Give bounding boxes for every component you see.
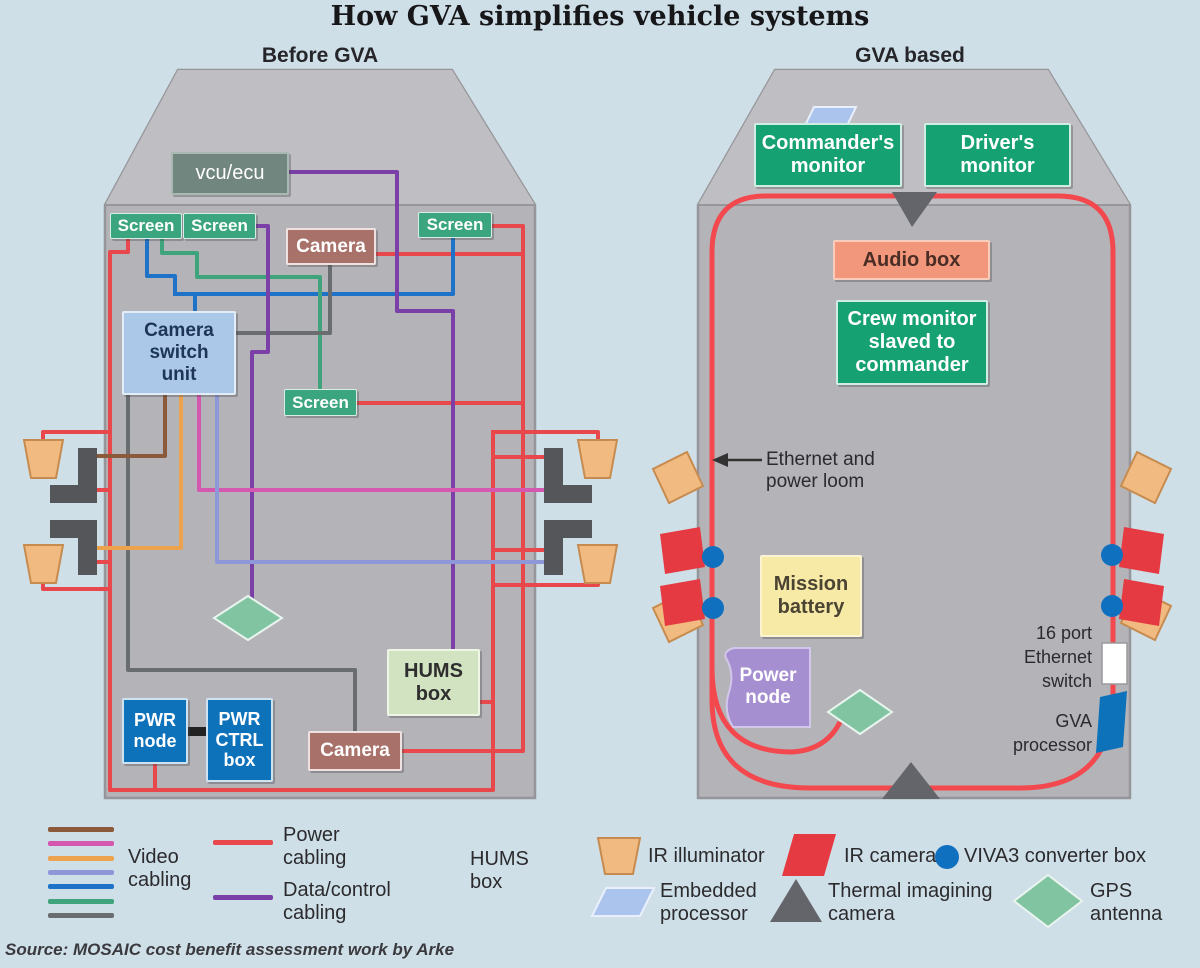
hums-box: HUMS box — [387, 649, 480, 716]
video-cabling-magenta-wire — [197, 393, 547, 492]
source-note: Source: MOSAIC cost benefit assessment w… — [5, 940, 455, 960]
power-node-label: Power node — [739, 665, 797, 708]
before-vehicle-roof — [105, 70, 535, 205]
thermal-camera-label: Thermal imagining camera — [828, 880, 993, 925]
viva3-converter-icon — [1101, 544, 1123, 566]
video-cabling-swatch — [48, 899, 114, 904]
ir-illuminator-icon — [576, 439, 619, 479]
ir-camera-icon — [782, 834, 836, 876]
ir-camera-label: IR camera — [844, 844, 937, 867]
gva-processor-icon — [1096, 691, 1127, 753]
embedded-processor-icon — [590, 887, 656, 917]
power-cabling-swatch — [213, 840, 273, 845]
data-cabling-swatch — [213, 895, 273, 900]
ethernet-switch-label: 16 port Ethernet switch — [1023, 622, 1092, 692]
power-node-shape — [724, 647, 811, 728]
vcu-ecu-box: vcu/ecu — [171, 152, 289, 195]
before-heading: Before GVA — [261, 43, 379, 67]
power-cabling-label: Power cabling — [283, 824, 347, 869]
ir-illuminator-icon — [576, 544, 619, 584]
gps-antenna-icon — [212, 594, 284, 642]
thermal-camera-icon — [770, 879, 822, 922]
pwr-node-box: PWR node — [122, 698, 188, 764]
camera-bracket-icon — [50, 448, 97, 503]
viva3-converter-icon — [702, 546, 724, 568]
ir-camera-icon — [1119, 579, 1164, 626]
screen-box: Screen — [183, 213, 256, 239]
camera-switch-unit-box: Camera switch unit — [122, 311, 236, 395]
camera-bracket-icon — [544, 448, 592, 503]
embedded-processor-label: Embedded processor — [660, 880, 757, 925]
drivers-monitor-box: Driver's monitor — [924, 123, 1071, 187]
ir-illuminator-label: IR illuminator — [648, 844, 765, 867]
video-cabling-label: Video cabling — [128, 846, 192, 891]
ethernet-switch-icon — [1101, 642, 1128, 685]
screen-box: Screen — [110, 213, 182, 239]
data-cabling-label: Data/control cabling — [283, 879, 391, 924]
ir-illuminator-icon — [1119, 450, 1173, 505]
video-cabling-swatch — [48, 841, 114, 846]
video-cabling-swatch — [48, 856, 114, 861]
ethernet-loom-label: Ethernet and power loom — [766, 449, 875, 492]
after-heading: GVA based — [855, 43, 965, 67]
legend-shapes — [590, 834, 1084, 929]
screen-box: Screen — [418, 212, 492, 238]
camera-box: Camera — [308, 731, 402, 771]
video-cabling-green-wires — [160, 236, 322, 392]
viva3-converter-icon — [702, 597, 724, 619]
crew-monitor-box: Crew monitor slaved to commander — [836, 300, 988, 385]
ir-camera-icon — [660, 579, 705, 626]
video-cabling-swatch — [48, 913, 114, 918]
commanders-monitor-box: Commander's monitor — [754, 123, 902, 187]
ir-camera-icon — [660, 527, 705, 574]
before-external-hardware — [22, 439, 619, 642]
thermal-camera-icon — [892, 192, 937, 227]
pwr-connector — [188, 727, 206, 736]
ir-illuminator-icon — [22, 439, 65, 479]
video-cabling-swatch — [48, 884, 114, 889]
gps-antenna-label: GPS antenna — [1090, 880, 1163, 925]
video-cabling-brown-wire — [95, 393, 167, 458]
ir-illuminator-icon — [596, 837, 642, 875]
ir-camera-icon — [1119, 527, 1164, 574]
page-title: How GVA simplifies vehicle systems — [330, 1, 870, 33]
video-cabling-swatch — [48, 827, 114, 832]
gva-processor-label: GVA processor — [1012, 710, 1092, 755]
ir-illuminator-icon — [651, 450, 705, 505]
camera-bracket-icon — [50, 520, 97, 575]
screen-box: Screen — [284, 389, 357, 416]
loom-arrow-head — [712, 453, 728, 467]
gps-antenna-icon — [1012, 873, 1084, 929]
viva3-converter-icon — [935, 845, 959, 869]
data-control-cabling-wires — [250, 170, 455, 653]
thermal-camera-icon — [882, 762, 940, 799]
viva3-converter-icon — [1101, 595, 1123, 617]
camera-box: Camera — [286, 228, 376, 265]
ethernet-power-loom-ring — [709, 193, 1116, 791]
video-cabling-swatch — [48, 870, 114, 875]
pwr-ctrl-box: PWR CTRL box — [206, 698, 273, 782]
gps-antenna-icon — [826, 688, 894, 736]
mission-battery-box: Mission battery — [760, 555, 862, 637]
audio-box: Audio box — [833, 240, 990, 280]
hums-box-label: HUMS box — [470, 848, 529, 893]
video-cabling-orange-wire — [97, 393, 183, 550]
viva3-label: VIVA3 converter box — [964, 844, 1146, 867]
camera-bracket-icon — [544, 520, 592, 575]
ir-illuminator-icon — [22, 544, 65, 584]
video-cabling-periwinkle-wire — [215, 393, 547, 564]
